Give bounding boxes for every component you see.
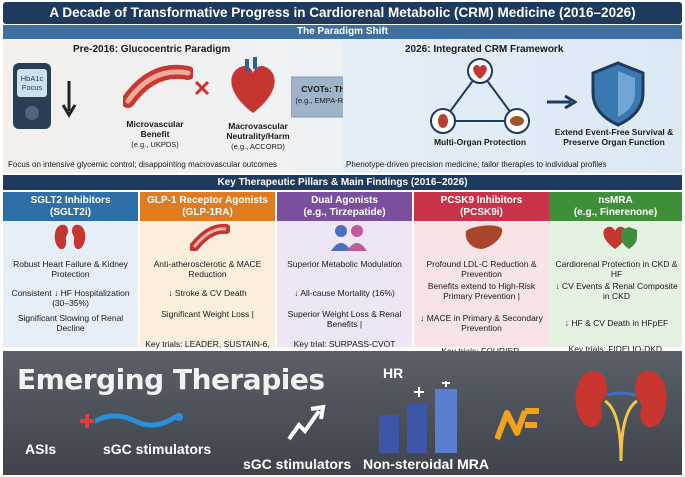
pillar-finding: Robust Heart Failure & Kidney Protection: [13, 259, 128, 279]
bar-chart-icon: [375, 379, 465, 458]
emerging-panel: Emerging Therapies ASIs sGC stimulators …: [3, 351, 682, 475]
pillar-title: Dual Agonists: [311, 195, 378, 206]
micro-label: Microvascular Benefit: [126, 119, 184, 139]
pillar-column: PCSK9 Inhibitors(PCSK9i)Profound LDL-C R…: [414, 192, 549, 366]
pillar-title: SGLT2 Inhibitors: [30, 195, 111, 206]
paradigm-left: Pre-2016: Glucocentric Paradigm HbA1c Fo…: [3, 39, 343, 173]
extend-label: Extend Event-Free Survival & Preserve Or…: [554, 127, 674, 147]
pillars-header: Key Therapeutic Pillars & Main Findings …: [3, 175, 682, 190]
paradigm-panel: Pre-2016: Glucocentric Paradigm HbA1c Fo…: [3, 39, 682, 173]
pillar-subtitle: (PCSK9i): [460, 207, 503, 218]
pillar-subtitle: (SGLT2i): [50, 207, 91, 218]
right-footer: Phenotype-driven precision medicine; tai…: [346, 160, 607, 169]
wave-icon: [92, 407, 185, 436]
left-title: Pre-2016: Glucocentric Paradigm: [73, 44, 231, 55]
glucose-meter-icon: HbA1c Focus: [11, 61, 53, 131]
pillar-header: PCSK9 Inhibitors(PCSK9i): [414, 192, 549, 221]
pillar-header: GLP-1 Receptor Agonists(GLP-1RA): [140, 192, 275, 221]
organ-label: Multi-Organ Protection: [433, 137, 527, 147]
pillar-finding: Significant Weight Loss |: [161, 309, 254, 319]
heart-icon: [225, 55, 281, 122]
liver-icon: [464, 223, 504, 253]
arrow-down-icon: [61, 79, 77, 124]
pillar-header: SGLT2 Inhibitors(SGLT2i): [3, 192, 138, 221]
paradigm-right: 2026: Integrated CRM Framework Multi-Org…: [343, 39, 682, 173]
macro-label: Macrovascular Neutrality/Harm: [226, 121, 290, 141]
pillar-subtitle: (GLP-1RA): [182, 207, 233, 218]
pillar-subtitle: (e.g., Finerenone): [573, 207, 658, 218]
hr-label: HR: [383, 365, 404, 381]
page-title: A Decade of Transformative Progress in C…: [3, 2, 682, 24]
pillar-body: Superior Metabolic Modulation ↓ All-cause…: [277, 221, 412, 349]
pillar-finding: ↓ Stroke & CV Death: [168, 288, 247, 298]
asis-label: ASIs: [25, 441, 57, 457]
pillar-column: Dual Agonists(e.g., Tirzepatide)Superior…: [277, 192, 412, 349]
pillar-subtitle: (e.g., Tirzepatide): [303, 207, 386, 218]
pillar-finding: Key trial: SURPASS-CVOT: [293, 339, 396, 349]
organ-triangle-icon: [425, 57, 535, 142]
pillar-header: Dual Agonists(e.g., Tirzepatide): [277, 192, 412, 221]
catalyst-title: CVOTs: The Catalyst: [301, 84, 384, 94]
pillar-finding: Superior Metabolic Modulation: [287, 259, 402, 269]
kidney-icon: [53, 223, 87, 253]
pillar-body: Anti-atherosclerotic & MACE Reduction ↓ S…: [140, 221, 275, 359]
cross-icon: [193, 79, 211, 102]
right-title: 2026: Integrated CRM Framework: [405, 44, 564, 55]
macro-sub: (e.g., ACCORD): [231, 142, 285, 151]
pillar-finding: ↓ MACE in Primary & Secondary Prevention: [420, 313, 543, 333]
kidneys-icon: [571, 361, 671, 474]
meter-label: HbA1c Focus: [20, 74, 44, 92]
pillar-finding: Superior Weight Loss & Renal Benefits |: [287, 309, 402, 329]
pillar-finding: Anti-atherosclerotic & MACE Reduction: [153, 259, 262, 279]
vessel-icon: [121, 61, 195, 116]
plus-icon: [79, 413, 95, 434]
pillar-column: GLP-1 Receptor Agonists(GLP-1RA)Anti-ath…: [140, 192, 275, 359]
pillar-body: Cardiorenal Protection in CKD & HF↓ CV E…: [549, 221, 682, 364]
pillar-body: Robust Heart Failure & Kidney Protection…: [3, 221, 138, 370]
nf-logo-icon: [494, 407, 541, 448]
pillar-finding: Significant Slowing of Renal Decline: [17, 313, 124, 333]
pillar-title: PCSK9 Inhibitors: [440, 195, 523, 206]
sgc-label-2: sGC stimulators: [243, 456, 352, 472]
pillar-header: nsMRA(e.g., Finerenone): [549, 192, 682, 221]
emerging-title: Emerging Therapies: [17, 363, 325, 396]
pillar-finding: ↓ HF & CV Death in HFpEF: [564, 318, 669, 328]
artery-icon: [189, 223, 231, 253]
heart-shield-icon: [599, 223, 639, 253]
pillar-title: GLP-1 Receptor Agonists: [147, 195, 268, 206]
pillar-finding: Profound LDL-C Reduction & Prevention: [426, 259, 537, 279]
pillar-title: nsMRA: [598, 195, 633, 206]
sgc-label-1: sGC stimulators: [103, 441, 212, 457]
shield-icon: [589, 61, 647, 132]
pillar-finding: ↓ All-cause Mortality (16%): [294, 288, 395, 298]
paradigm-header: The Paradigm Shift: [3, 25, 682, 39]
mra-label: Non-steroidal MRA: [363, 456, 489, 472]
left-footer: Focus on intensive glycemic control; dis…: [8, 160, 278, 169]
people-icon: [327, 223, 371, 253]
pillar-finding: Cardiorenal Protection in CKD & HF: [555, 259, 678, 279]
pillar-finding: ↓ CV Events & Renal Composite in CKD: [555, 281, 678, 301]
pillar-finding: Consistent ↓ HF Hospitalization (30–35%): [11, 288, 130, 308]
pillar-finding: Benefits extend to High-Risk Primary Pre…: [427, 281, 536, 301]
pillar-column: SGLT2 Inhibitors(SGLT2i)Robust Heart Fai…: [3, 192, 138, 370]
micro-sub: (e.g., UKPDS): [131, 140, 179, 149]
trend-up-icon: [287, 403, 331, 448]
pillar-column: nsMRA(e.g., Finerenone)Cardiorenal Prote…: [549, 192, 682, 364]
arrow-right-icon: [547, 94, 578, 114]
